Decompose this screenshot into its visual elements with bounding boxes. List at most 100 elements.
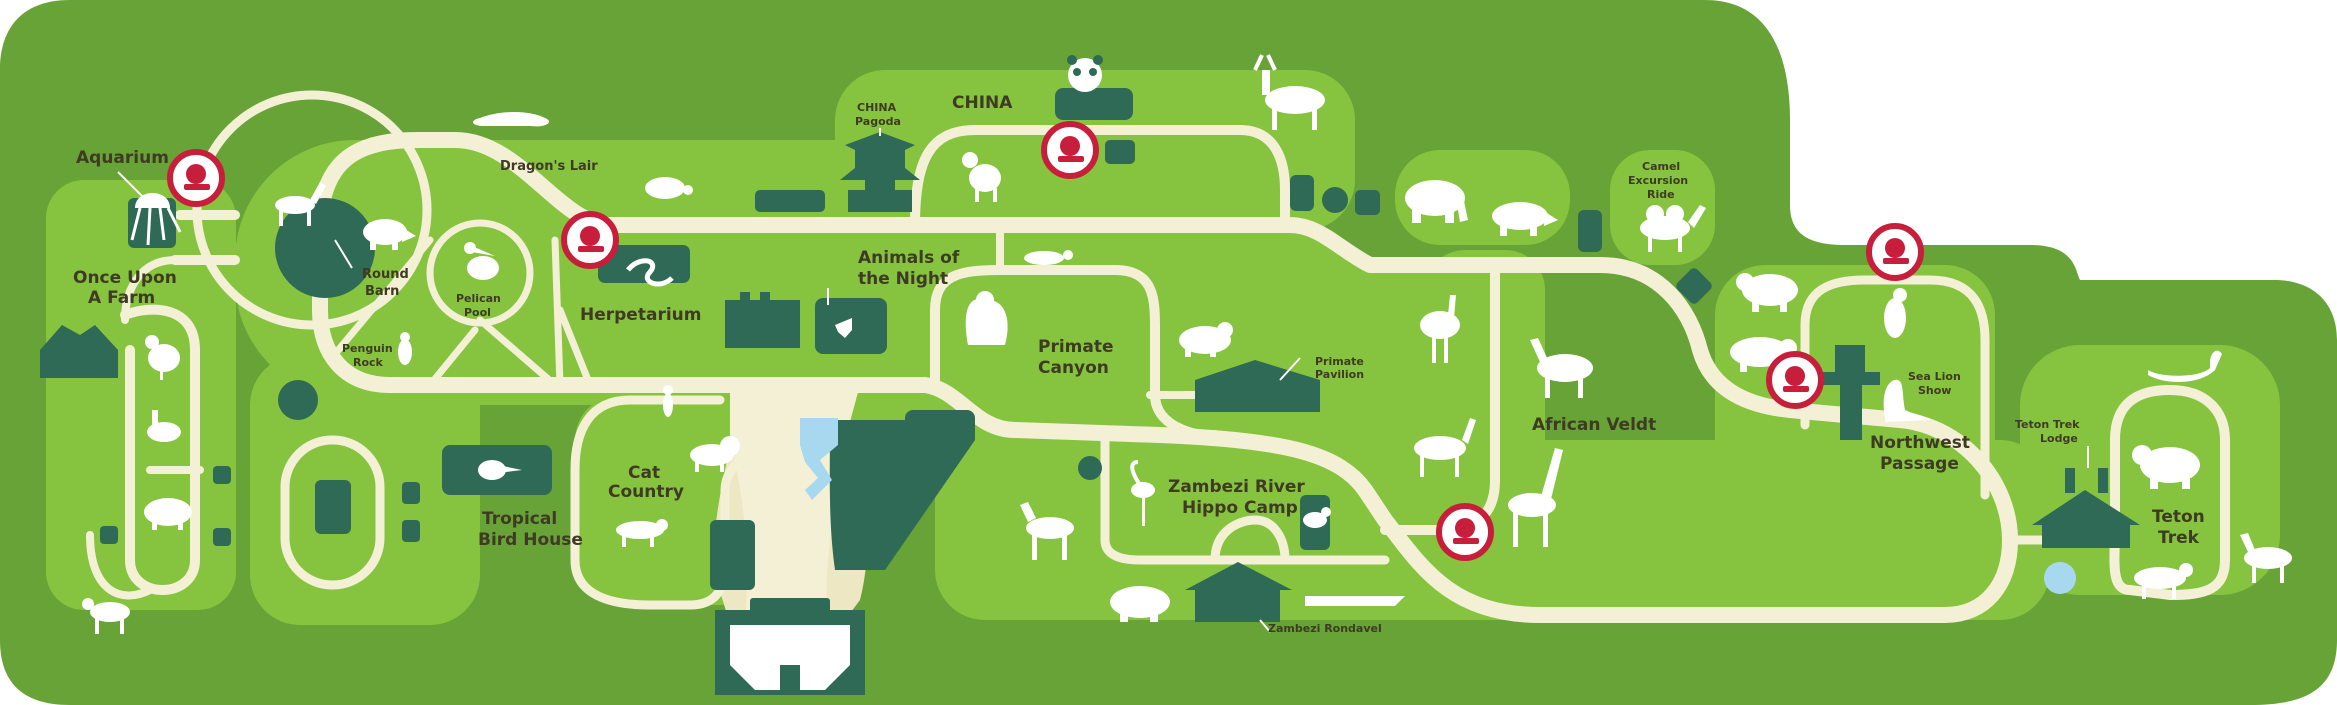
reindeer-icon	[2240, 533, 2292, 583]
map-labels: Aquarium Dragon's Lair Once Upon A Farm …	[73, 93, 2205, 635]
flamingo-icon	[1130, 460, 1155, 526]
sea-lion-icon	[1883, 379, 1930, 422]
hospital-marker-icon[interactable]	[167, 149, 225, 207]
camel-icon	[1640, 205, 1706, 252]
waterfall	[800, 418, 838, 500]
hospital-marker-icon[interactable]	[561, 211, 619, 269]
hospital-marker-icon[interactable]	[1766, 351, 1824, 409]
penguin-icon	[398, 332, 412, 365]
monkey-icon	[962, 152, 1001, 202]
label-dragons-lair: Dragon's Lair	[500, 159, 598, 174]
goose-icon	[147, 410, 181, 442]
label-show: Show	[1918, 384, 1951, 397]
label-rock: Rock	[353, 356, 384, 369]
rhinoceros-icon	[1492, 202, 1558, 236]
china-pagoda-icon	[840, 132, 920, 212]
label-barn: Barn	[365, 284, 399, 299]
eagle-icon	[1884, 288, 1907, 338]
label-ride: Ride	[1647, 188, 1675, 201]
hospital-marker-icon[interactable]	[1436, 503, 1494, 561]
lion-icon	[690, 436, 740, 472]
label-pool: Pool	[464, 306, 491, 319]
elk-icon	[1253, 54, 1325, 130]
zebra-icon	[1530, 338, 1593, 398]
farm-barn-icon	[40, 325, 118, 378]
leader-lines	[117, 128, 2089, 633]
zambezi-rondavel-icon	[1185, 562, 1292, 622]
turtle-icon	[645, 177, 693, 199]
gorilla-icon	[965, 291, 1008, 345]
label-primate-pavilion-1: Primate	[1315, 355, 1364, 368]
label-penguin: Penguin	[342, 342, 393, 355]
swan-icon	[2148, 350, 2222, 382]
label-cat: Cat	[628, 463, 660, 483]
hospital-markers	[167, 121, 1924, 561]
bear-icon	[1736, 273, 1798, 312]
leopard-icon	[616, 519, 668, 547]
orangutan-icon	[1179, 322, 1233, 357]
label-primate: Primate	[1038, 337, 1114, 357]
pond	[2044, 562, 2076, 594]
night-castle-icon	[725, 292, 800, 348]
label-primate-pavilion-2: Pavilion	[1315, 368, 1364, 381]
label-sea-lion: Sea Lion	[1908, 370, 1961, 383]
label-passage: Passage	[1880, 454, 1959, 474]
label-aquarium: Aquarium	[76, 148, 169, 168]
teton-lodge-icon	[2032, 490, 2140, 548]
bat-icon	[835, 318, 852, 338]
label-northwest: Northwest	[1870, 433, 1970, 453]
label-herpetarium: Herpetarium	[580, 305, 701, 325]
hospital-marker-icon[interactable]	[1866, 223, 1924, 281]
round-barn-building	[275, 198, 375, 298]
primate-pavilion-icon	[1195, 360, 1320, 412]
bird-zambezi-icon	[1303, 507, 1331, 528]
crocodile-icon	[1305, 596, 1405, 606]
label-china: CHINA	[952, 93, 1013, 113]
hospital-marker-icon[interactable]	[1041, 121, 1099, 179]
label-hippo-camp: Hippo Camp	[1182, 498, 1298, 518]
pig-icon	[144, 498, 192, 530]
okapi-icon	[1020, 502, 1074, 560]
wolf-icon	[2134, 563, 2193, 599]
goat-icon	[82, 598, 130, 634]
label-canyon: Canyon	[1038, 358, 1109, 378]
elephant-icon	[1405, 180, 1468, 223]
grizzly-icon	[2132, 445, 2200, 489]
label-zambezi-river: Zambezi River	[1168, 477, 1305, 497]
totem-pole-icon	[1822, 345, 1880, 440]
label-camel: Camel	[1642, 160, 1680, 173]
toucan-icon	[478, 460, 522, 480]
label-teton: Teton	[2152, 507, 2205, 527]
rhino-icon	[363, 219, 416, 250]
label-china-pagoda-1: CHINA	[857, 101, 897, 114]
label-the-night: the Night	[858, 269, 948, 289]
giraffe-icon	[1508, 448, 1563, 547]
label-china-pagoda-2: Pagoda	[855, 115, 901, 128]
label-african-veldt: African Veldt	[1532, 415, 1656, 435]
animal-icons	[82, 54, 2292, 634]
panda-icon	[1067, 55, 1103, 92]
hen-icon	[145, 335, 180, 380]
label-country: Country	[608, 482, 684, 502]
gibbon-icon	[1024, 250, 1073, 265]
label-tropical: Tropical	[482, 509, 557, 529]
deer-icon	[275, 182, 326, 226]
gazelle-icon	[1414, 418, 1476, 477]
label-a-farm: A Farm	[88, 288, 155, 308]
label-excursion: Excursion	[1628, 174, 1688, 187]
snake-icon	[626, 258, 674, 287]
label-once-upon: Once Upon	[73, 268, 177, 288]
label-bird-house: Bird House	[478, 530, 583, 550]
label-zambezi-rondavel: Zambezi Rondavel	[1268, 622, 1382, 635]
meerkat-icon	[663, 385, 673, 417]
label-trek: Trek	[2158, 528, 2200, 548]
label-pelican: Pelican	[456, 292, 501, 305]
buildings	[40, 88, 2140, 695]
label-round: Round	[362, 267, 409, 282]
label-teton-trek-lodge-1: Teton Trek	[2015, 418, 2080, 431]
ostrich-icon	[1420, 295, 1460, 363]
pelican-icon	[464, 242, 499, 280]
lizard-icon	[473, 112, 550, 127]
herpetarium-building	[598, 245, 690, 283]
